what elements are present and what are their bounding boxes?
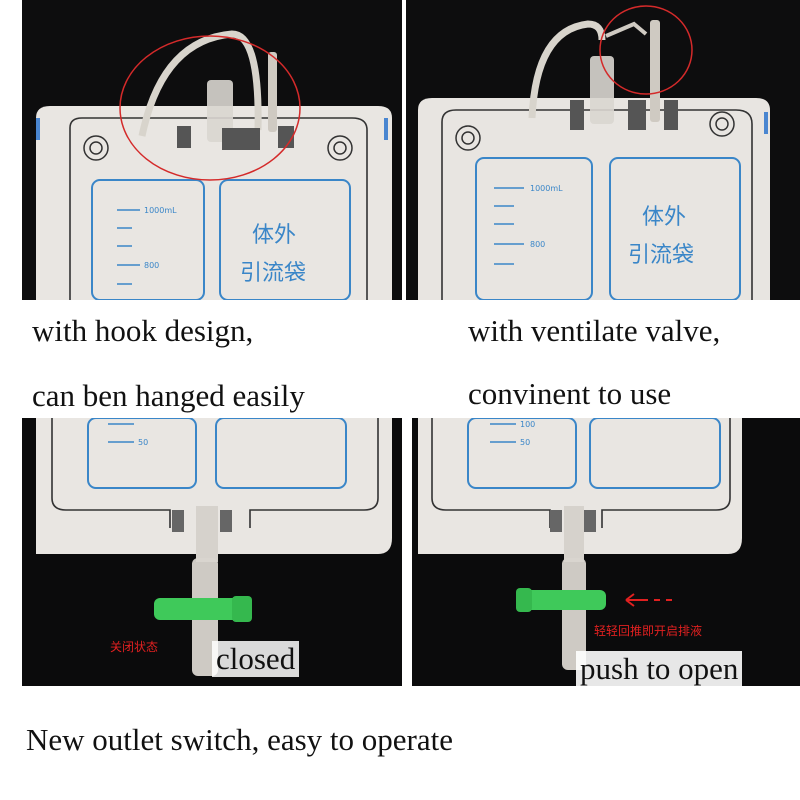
bag-name-line1: 体外	[642, 205, 686, 230]
label-closed: closed	[212, 641, 300, 677]
caption-hook-line1: with hook design,	[32, 313, 254, 348]
cn-push-annotation: 轻轻回推即开启排液	[594, 624, 703, 638]
push-arrow-icon	[625, 593, 672, 607]
vent-port	[268, 52, 277, 132]
scale-label-low: 50	[138, 438, 148, 447]
inlet-port	[590, 56, 614, 124]
highlight-circle-hook	[119, 35, 301, 181]
outlet-tube-upper	[564, 506, 584, 562]
caption-outlet-switch: New outlet switch, easy to operate	[26, 722, 453, 757]
caption-valve-line2: convinent to use	[468, 376, 672, 411]
caption-hook-line2: can ben hanged easily	[32, 378, 305, 413]
bag-body	[36, 418, 392, 554]
vent-port	[650, 20, 660, 122]
scale-label-top: 1000mL	[144, 206, 177, 215]
photo-ventilate-valve: 1000mL 800 体外 引流袋	[406, 0, 800, 300]
scale-label-low-2: 50	[520, 438, 530, 447]
outlet-open-image: 100 50	[412, 418, 800, 686]
outlet-switch-closed	[154, 598, 242, 620]
drainage-bag-valve-image: 1000mL 800 体外 引流袋	[406, 0, 800, 300]
label-push-to-open: push to open	[576, 651, 743, 687]
scale-label-low-1: 100	[520, 420, 535, 429]
bag-body	[418, 98, 770, 300]
bag-body	[418, 418, 742, 554]
scale-label-mid: 800	[530, 240, 545, 249]
hook-tube	[528, 20, 606, 119]
outlet-tube-upper	[196, 506, 218, 562]
hook-tube	[138, 30, 262, 137]
highlight-circle-valve	[599, 5, 693, 95]
scale-label-top: 1000mL	[530, 184, 563, 193]
scale-label-mid: 800	[144, 261, 159, 270]
caption-valve-line1: with ventilate valve,	[468, 313, 721, 348]
inlet-port	[207, 80, 233, 142]
bag-name-line2: 引流袋	[628, 243, 694, 268]
drainage-bag-hook-image: 1000mL 800 体外 引流袋	[22, 0, 402, 300]
cn-closed-annotation: 关闭状态	[110, 640, 159, 654]
outlet-tube-lower	[562, 558, 586, 670]
photo-hook-design: 1000mL 800 体外 引流袋	[22, 0, 402, 300]
outlet-switch-open	[520, 590, 606, 610]
photo-outlet-open: 100 50	[412, 418, 800, 686]
bag-name-line2: 引流袋	[240, 261, 306, 286]
bag-name-line1: 体外	[252, 223, 296, 248]
bag-body	[36, 106, 392, 300]
